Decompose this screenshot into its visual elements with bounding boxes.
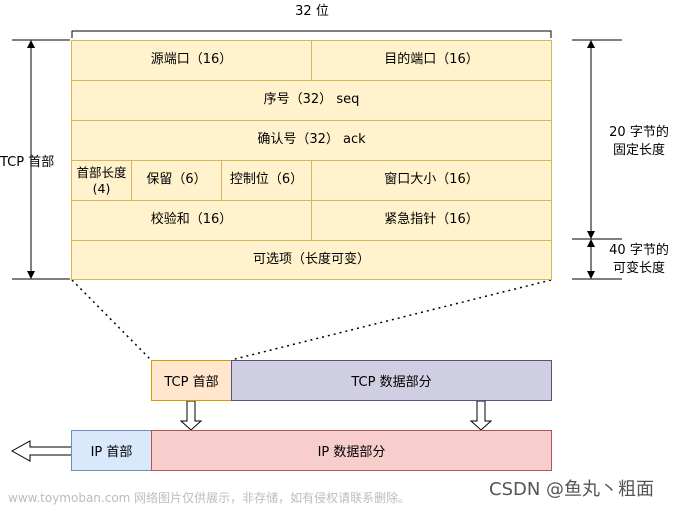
left-arrow-up: [27, 40, 35, 48]
down-arrow-header: [179, 400, 203, 431]
tcp-segment-header: TCP 首部: [151, 360, 232, 401]
field-checksum: 校验和（16）: [71, 200, 312, 241]
variable-arrow-up: [587, 239, 595, 247]
bit-width-bracket: [71, 30, 552, 38]
field-header-length: 首部长度 (4): [71, 160, 132, 201]
fixed-arrow-up: [587, 40, 595, 48]
watermark-text: www.toymoban.com 网络图片仅供展示，非存储，如有侵权请联系删除。: [8, 491, 411, 505]
field-window-size: 窗口大小（16）: [311, 160, 552, 201]
field-control-bits: 控制位（6）: [221, 160, 312, 201]
variable-arrow-down: [587, 271, 595, 279]
tcp-header-side-label: TCP 首部: [0, 155, 55, 170]
variable-length-label: 40 字节的 可变长度: [609, 243, 669, 276]
credit-text: CSDN @鱼丸丶粗面: [489, 479, 655, 500]
field-ack-number: 确认号（32） ack: [71, 120, 552, 161]
ip-packet-data: IP 数据部分: [151, 430, 552, 471]
field-urgent-pointer: 紧急指针（16）: [311, 200, 552, 241]
field-reserved: 保留（6）: [131, 160, 222, 201]
tcp-segment-data: TCP 数据部分: [231, 360, 552, 401]
zoom-line-right: [230, 279, 552, 361]
fixed-length-label: 20 字节的 固定长度: [609, 125, 669, 158]
left-arrow-down: [27, 271, 35, 279]
field-sequence-number: 序号（32） seq: [71, 80, 552, 121]
fixed-arrow-down: [587, 231, 595, 239]
down-arrow-data: [469, 400, 493, 431]
field-source-port: 源端口（16）: [71, 40, 312, 81]
field-destination-port: 目的端口（16）: [311, 40, 552, 81]
zoom-line-left: [71, 279, 152, 361]
bit-width-label: 32 位: [295, 4, 329, 19]
field-options: 可选项（长度可变）: [71, 240, 552, 280]
left-arrow-out: [10, 440, 73, 462]
ip-packet-header: IP 首部: [71, 430, 152, 471]
